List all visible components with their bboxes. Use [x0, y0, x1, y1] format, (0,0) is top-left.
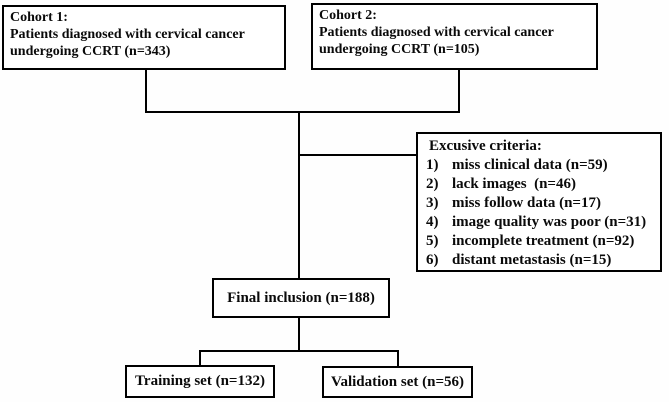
- exclusion-item-5: 5) incomplete treatment (n=92): [426, 232, 654, 251]
- exclusion-item-3: 3) miss follow data (n=17): [426, 194, 654, 213]
- exclusion-item-2: 2) lack images (n=46): [426, 175, 654, 194]
- exclusion-item-text: lack images (n=46): [452, 176, 576, 192]
- connector-cohort1-drop-line: [145, 69, 147, 113]
- exclusion-item-6: 6) distant metastasis (n=15): [426, 251, 654, 270]
- cohort1-box: Cohort 1: Patients diagnosed with cervic…: [2, 5, 286, 70]
- exclusion-item-text: image quality was poor (n=31): [452, 214, 647, 230]
- cohort2-box: Cohort 2: Patients diagnosed with cervic…: [311, 3, 598, 70]
- connector-validation-drop-line: [397, 350, 399, 367]
- exclusion-item-number: 6): [426, 252, 439, 268]
- cohort1-title: Cohort 1:: [10, 10, 68, 25]
- connector-training-drop-line: [199, 350, 201, 366]
- connector-center-vertical-line: [298, 111, 300, 280]
- training-set-label: Training set (n=132): [135, 373, 265, 389]
- exclusion-item-text: incomplete treatment (n=92): [452, 233, 635, 249]
- cohort1-line3: undergoing CCRT (n=343): [10, 44, 171, 59]
- final-inclusion-label: Final inclusion (n=188): [227, 289, 375, 306]
- connector-cohort2-drop-line: [458, 69, 460, 113]
- connector-split-horizontal-line: [199, 350, 399, 352]
- exclusion-title: Excusive criteria:: [429, 138, 542, 154]
- exclusion-item-number: 3): [426, 195, 439, 211]
- connector-final-drop-line: [298, 318, 300, 352]
- cohort1-line2: Patients diagnosed with cervical cancer: [10, 27, 245, 42]
- cohort2-line2: Patients diagnosed with cervical cancer: [319, 25, 554, 40]
- training-set-box: Training set (n=132): [125, 365, 275, 398]
- exclusion-item-text: miss clinical data (n=59): [452, 157, 608, 173]
- connector-merge-horizontal-line: [145, 111, 460, 113]
- exclusion-item-number: 1): [426, 157, 439, 173]
- validation-set-label: Validation set (n=56): [330, 373, 464, 390]
- exclusion-item-text: miss follow data (n=17): [452, 195, 601, 211]
- exclusion-item-number: 5): [426, 233, 439, 249]
- exclusion-item-number: 4): [426, 214, 439, 230]
- exclusion-criteria-box: Excusive criteria: 1) miss clinical data …: [416, 132, 662, 272]
- exclusion-item-1: 1) miss clinical data (n=59): [426, 156, 654, 175]
- connector-exclusion-branch-line: [298, 154, 417, 156]
- validation-set-box: Validation set (n=56): [322, 366, 473, 398]
- final-inclusion-box: Final inclusion (n=188): [212, 278, 390, 318]
- exclusion-item-text: distant metastasis (n=15): [452, 252, 612, 268]
- cohort2-line3: undergoing CCRT (n=105): [319, 42, 480, 57]
- exclusion-item-number: 2): [426, 176, 439, 192]
- cohort2-title: Cohort 2:: [319, 8, 377, 23]
- exclusion-item-4: 4) image quality was poor (n=31): [426, 213, 654, 232]
